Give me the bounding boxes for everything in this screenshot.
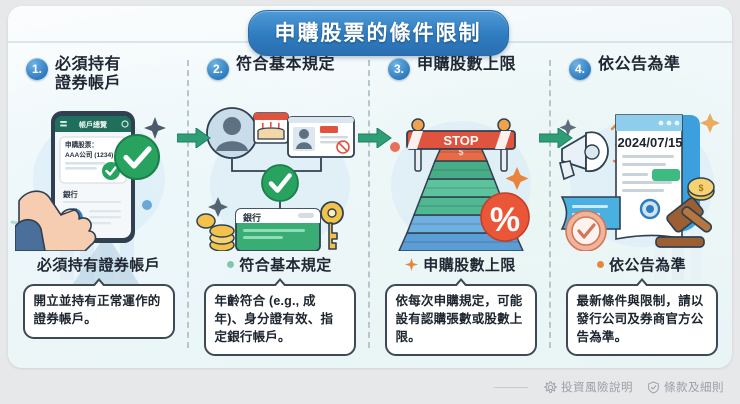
step-title-1-line1: 必須持有 [55,56,122,73]
certificate-seal-icon [564,210,607,251]
step-label-3-text: 申購股數上限 [423,257,516,274]
bank-card-icon: 銀行 [234,208,321,251]
id-card-icon [286,116,355,158]
step-bubble-3: 依每次申購規定，可能設有認購張數或股數上限。 [384,277,537,357]
arrow-step-2-to-3-icon [358,128,392,148]
sparkle-icon [405,258,419,271]
step-number-badge-3: 3. [388,58,410,80]
step-title-4: 依公告為準 [598,56,681,75]
green-check-icon [260,164,299,202]
step-label-4: 依公告為準 [596,254,686,275]
title-bar: 申購股票的條件限制 [8,10,732,56]
sparkle-icon [207,197,228,217]
step-label-2: 符合基本規定 [227,254,331,275]
step-title-1-line2: 證券帳戶 [55,74,122,92]
svg-text:$: $ [698,183,703,193]
step-label-4-text: 依公告為準 [608,257,686,274]
sparkle-icon [505,167,528,190]
steps-container: 1. 必須持有 證券帳戶 [8,56,732,362]
step-header-4: 4. 依公告為準 [557,56,726,104]
stop-sign-text: STOP [443,133,478,148]
bank-card-label: 銀行 [243,212,261,223]
footer-item-risk[interactable]: 投資風險說明 [544,379,633,395]
bullet-dot-icon [227,261,235,268]
column-divider [549,60,551,348]
step-label-2-text: 符合基本規定 [239,257,332,274]
section-label-bank: 銀行 [63,190,78,199]
green-check-icon [113,134,160,180]
document-date-text: 2024/07/15 [617,135,682,150]
step-bubble-1: 開立並持有正常運作的證券帳戶。 [22,278,175,339]
column-divider [368,60,370,348]
step-title-2: 符合基本規定 [236,56,335,75]
step-bubble-4: 最新條件與限制，請以發行公司及券商官方公告為準。 [565,277,718,357]
svg-text:$: $ [458,147,463,157]
footer-item-terms[interactable]: 條款及細則 [647,379,724,395]
sparkle-icon [559,119,576,136]
footer-bar: 投資風險說明 條款及細則 [0,370,740,404]
footer-item-terms-label: 條款及細則 [664,382,724,394]
illustration-identity-bank-check: 銀行 [195,104,364,252]
step-label-3: 申購股數上限 [405,254,515,275]
footer-rule [494,386,528,388]
step-header-2: 2. 符合基本規定 [195,56,364,104]
gavel-icon [654,197,712,248]
coin-icon: $ [686,177,715,201]
illustration-stop-barrier-pyramid: $ STOP [376,104,545,252]
announcement-document: 2024/07/15 [614,114,700,241]
sparkle-icon [699,113,720,133]
footer-item-risk-label: 投資風險說明 [561,382,633,394]
percent-badge-text: % [489,201,519,239]
step-label-1: 必須持有證券帳戶 [37,254,160,275]
stacked-bars-pyramid [397,142,524,251]
card-line-2: AAA公司 (1234) [65,151,113,159]
step-title-3-line1: 申購股數上限 [417,56,517,73]
key-icon [319,201,344,250]
illustration-phone-account-check: 帳戶總覽 申購股票： AAA公司 (1234) 銀行 [14,104,183,252]
illustration-announcement-gavel-document: 2024/07/15 [557,104,726,252]
card-line-1: 申購股票： [65,140,98,149]
bullet-dot-icon [596,261,604,268]
step-title-4-line1: 依公告為準 [598,56,681,73]
stop-barrier-icon: STOP [405,118,516,172]
step-column-3: 3. 申購股數上限 [370,56,551,362]
step-number-badge-4: 4. [569,58,591,80]
step-header-3: 3. 申購股數上限 [376,56,545,104]
gear-icon [544,380,557,393]
step-number-badge-1: 1. [26,58,48,80]
step-header-1: 1. 必須持有 證券帳戶 [14,56,183,104]
birthday-cake-icon [252,112,289,144]
step-title-3: 申購股數上限 [417,56,516,75]
coins-icon [195,213,235,251]
infographic-card: 申購股票的條件限制 1. 必須持有 證券帳戶 [8,6,732,368]
step-label-1-text: 必須持有證券帳戶 [36,257,161,274]
step-number-badge-2: 2. [207,58,229,80]
arrow-step-1-to-2-icon [177,128,211,148]
step-column-1: 1. 必須持有 證券帳戶 [8,56,189,362]
step-title-2-line1: 符合基本規定 [236,56,336,73]
arrow-step-3-to-4-icon [539,128,573,148]
step-title-1: 必須持有 證券帳戶 [55,56,121,94]
sparkle-icon [143,117,166,139]
phone-header-label: 帳戶總覽 [79,120,107,129]
step-column-4: 4. 依公告為準 [551,56,732,362]
shield-check-icon [648,380,659,394]
column-divider [187,60,189,348]
page-title: 申購股票的條件限制 [247,10,509,56]
percent-badge-icon: % [479,192,530,242]
step-bubble-2: 年齡符合 (e.g., 成年)、身分證有效、指定銀行帳戶。 [203,277,356,357]
step-column-2: 2. 符合基本規定 [189,56,370,362]
